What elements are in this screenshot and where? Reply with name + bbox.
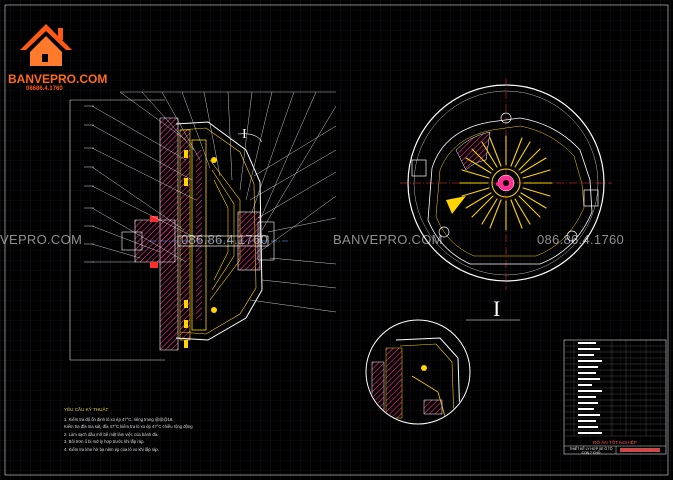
notes-line: Kiểm tra đĩa ma sát, đĩa 47°C kiểm tra l… [64,424,193,429]
watermark-phone-mid: 086.86.4.1760 [181,232,269,247]
title-block-title: ĐỒ ÁN TỐT NGHIỆP [593,440,637,445]
watermark-site-left: VEPRO.COM [0,232,83,247]
section-mark-label: I [242,127,247,142]
brand-phone: 08686.4.1760 [26,86,63,92]
notes-line: 1. Kiểm tra độ ổn định lò xo ép 47°C, ri… [64,416,174,422]
brand-logo-icon [20,24,72,66]
notes-line: 2. Làm sạch dầu mỡ bề mặt làm việc của b… [64,431,159,437]
title-block-subtitle: THIẾT KẾ LY HỢP XE Ô TÔ CON 7 CHỖ [569,447,613,455]
notes-line: 3. Bôi trơn ổ bi mở ly hợp trước khi lắp… [64,439,145,444]
notes-line: 4. Kiểm tra khe hở ba nêm ép của lò xo k… [64,446,159,452]
detail-view [365,319,520,425]
brand-name: BANVEPRO.COM [8,72,108,86]
section-view [69,91,337,361]
technical-notes: YÊU CẦU KỸ THUẬT 1. Kiểm tra độ ổn định … [64,406,193,453]
watermark-phone-right: 086.86.4.1760 [537,232,625,247]
notes-title: YÊU CẦU KỸ THUẬT [64,407,109,412]
front-view [400,78,612,290]
title-block [563,339,667,455]
watermark-site-mid: BANVEPRO.COM [333,232,443,247]
detail-view-label: I [493,296,501,321]
drawing-frame [4,4,669,476]
